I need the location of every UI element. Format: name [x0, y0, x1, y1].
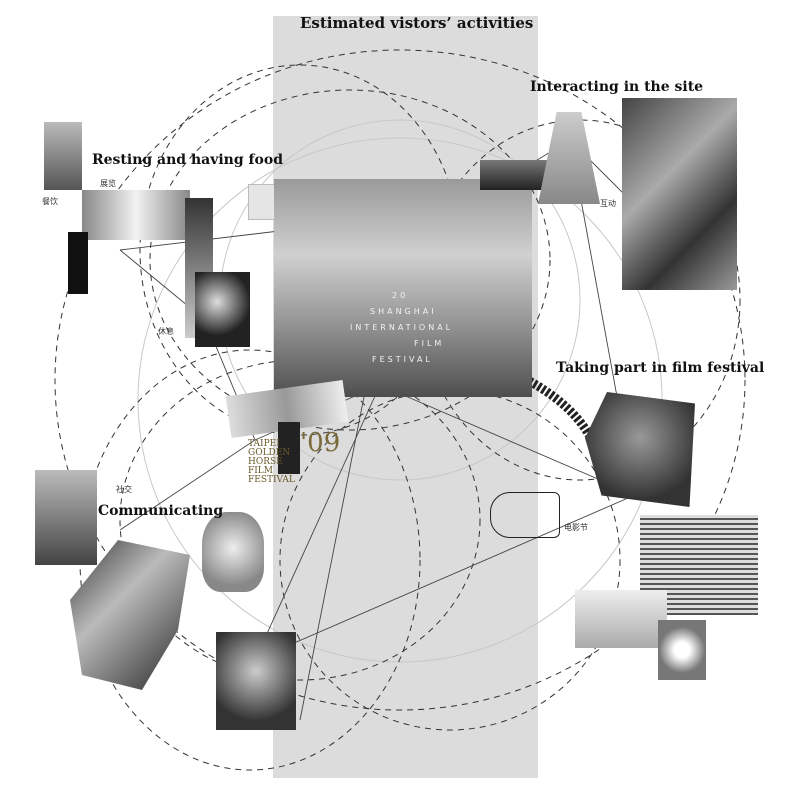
- film-reel-sketch: [490, 492, 560, 538]
- dashed-orbit-7: [279, 389, 621, 731]
- cn-label-rest: 休息: [158, 327, 174, 336]
- portrait-collage-left: [35, 470, 97, 565]
- taipei-badge-year: '09: [300, 428, 341, 458]
- dashed-orbit-5: [119, 359, 481, 681]
- poster-line-3: INTERNATIONAL: [350, 323, 454, 332]
- mask-sculpture-photo: [202, 512, 264, 592]
- man-with-hat-photo: [216, 632, 296, 730]
- poster-line-4: FILM: [414, 339, 445, 348]
- city-panorama-photo: [480, 160, 548, 190]
- poster-line-5: FESTIVAL: [372, 355, 433, 364]
- cn-label-dining: 餐饮: [42, 197, 58, 206]
- taipei-badge-text: TAIPEI GOLDEN HORSE FILM FESTIVAL: [248, 439, 295, 485]
- cn-label-interaction: 互动: [600, 199, 616, 208]
- label-resting: Resting and having food: [92, 152, 283, 168]
- white-forms-photo: [575, 590, 667, 648]
- crowd-collage-photo-right: [622, 98, 737, 290]
- festival-crowd-photo: [585, 392, 695, 507]
- diagram-title: Estimated vistors’ activities: [300, 14, 534, 32]
- exhibition-room-photo: [82, 190, 190, 240]
- hooded-figure-photo: [195, 272, 250, 347]
- cameraman-figure: [278, 422, 300, 474]
- dashed-orbit-3: [149, 89, 551, 431]
- label-film-festival: Taking part in film festival: [556, 360, 765, 376]
- label-interacting: Interacting in the site: [530, 79, 704, 95]
- poster-line-2: SHANGHAI: [370, 307, 437, 316]
- silhouette-photo: [68, 232, 88, 294]
- film-festival-poster: 20 SHANGHAI INTERNATIONAL FILM FESTIVAL: [274, 179, 532, 397]
- cn-label-film-festival: 电影节: [564, 523, 588, 532]
- cn-label-social: 社交: [116, 485, 132, 494]
- dashed-orbit-6: [419, 119, 741, 481]
- dashed-orbit-1: [54, 49, 746, 711]
- poster-line-1: 20: [392, 291, 409, 300]
- portrait-photo-top-left: [44, 122, 82, 190]
- lamp-photo: [658, 620, 706, 680]
- label-communicating: Communicating: [98, 503, 224, 519]
- cn-label-exhibition: 展览: [100, 179, 116, 188]
